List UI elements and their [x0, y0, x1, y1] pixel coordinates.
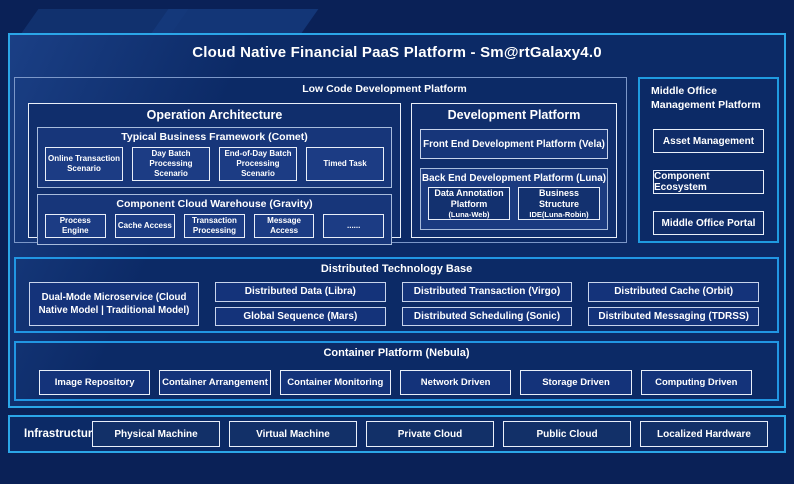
back-end-platform-title: Back End Development Platform (Luna) — [422, 173, 606, 184]
low-code-platform-panel: Low Code Development Platform Operation … — [14, 77, 627, 245]
middle-office-item: Component Ecosystem — [653, 170, 764, 195]
gravity-items-row: Process Engine Cache Access Transaction … — [38, 212, 391, 244]
container-platform-row: Image Repository Container Arrangement C… — [39, 370, 752, 395]
middle-office-label: Middle Office Management Platform — [651, 85, 761, 111]
gravity-box: Component Cloud Warehouse (Gravity) Proc… — [37, 194, 392, 245]
low-code-platform-label: Low Code Development Platform — [302, 83, 467, 95]
distributed-item: Distributed Transaction (Virgo) — [401, 282, 573, 302]
distributed-item: Distributed Scheduling (Sonic) — [401, 306, 573, 326]
distributed-grid: Dual-Mode Microservice (Cloud Native Mod… — [29, 282, 759, 326]
container-platform-label: Container Platform (Nebula) — [323, 347, 470, 359]
infrastructure-row: Physical Machine Virtual Machine Private… — [92, 421, 768, 447]
infrastructure-item: Physical Machine — [92, 421, 220, 447]
gravity-item: Cache Access — [114, 214, 176, 238]
distributed-item: Distributed Data (Libra) — [215, 282, 386, 302]
infrastructure-item: Private Cloud — [366, 421, 494, 447]
back-end-item-sub: IDE(Luna-Robin) — [529, 210, 589, 220]
container-platform-item: Network Driven — [399, 370, 512, 395]
gravity-item: Process Engine — [45, 214, 106, 238]
distributed-item: Global Sequence (Mars) — [215, 306, 386, 326]
middle-office-item: Asset Management — [653, 129, 764, 154]
back-end-item-name: Business Structure — [538, 187, 580, 209]
comet-item: End-of-Day Batch Processing Scenario — [219, 147, 297, 181]
infrastructure-item: Virtual Machine — [229, 421, 357, 447]
main-frame: Cloud Native Financial PaaS Platform - S… — [8, 33, 786, 408]
gravity-item: Message Access — [253, 214, 315, 238]
comet-item: Online Transaction Scenario — [45, 147, 123, 181]
comet-box: Typical Business Framework (Comet) Onlin… — [37, 127, 392, 188]
front-end-platform-box: Front End Development Platform (Vela) — [420, 129, 608, 159]
deco-stripe-right — [151, 9, 319, 33]
distributed-item: Distributed Messaging (TDRSS) — [588, 306, 759, 326]
low-code-content-row: Operation Architecture Typical Business … — [28, 103, 617, 245]
comet-item: Timed Task — [306, 147, 384, 181]
infrastructure-item: Localized Hardware — [640, 421, 768, 447]
back-end-item-name: Data Annotation Platform — [434, 187, 504, 209]
back-end-item: Data Annotation Platform (Luna-Web) — [428, 187, 510, 220]
back-end-items-row: Data Annotation Platform (Luna-Web) Busi… — [421, 187, 607, 220]
container-platform-panel: Container Platform (Nebula) Image Reposi… — [14, 341, 779, 401]
back-end-item-sub: (Luna-Web) — [448, 210, 490, 220]
operation-architecture-title: Operation Architecture — [146, 108, 283, 122]
container-platform-item: Computing Driven — [640, 370, 752, 395]
middle-office-item: Middle Office Portal — [653, 211, 764, 236]
container-platform-item: Storage Driven — [520, 370, 632, 395]
infrastructure-label: Infrastructure — [24, 428, 99, 440]
dual-mode-microservice-box: Dual-Mode Microservice (Cloud Native Mod… — [29, 282, 199, 326]
page-title: Cloud Native Financial PaaS Platform - S… — [192, 44, 602, 61]
comet-items-row: Online Transaction Scenario Day Batch Pr… — [38, 145, 391, 187]
development-platform-box: Development Platform Front End Developme… — [411, 103, 617, 238]
container-platform-item: Image Repository — [39, 370, 151, 395]
container-platform-item: Container Arrangement — [159, 370, 271, 395]
gravity-item: ...... — [323, 214, 384, 238]
gravity-title: Component Cloud Warehouse (Gravity) — [116, 198, 313, 210]
infrastructure-item: Public Cloud — [503, 421, 631, 447]
distributed-base-label: Distributed Technology Base — [320, 263, 473, 275]
comet-title: Typical Business Framework (Comet) — [121, 131, 308, 143]
back-end-item: Business Structure IDE(Luna-Robin) — [518, 187, 600, 220]
operation-architecture-box: Operation Architecture Typical Business … — [28, 103, 401, 245]
gravity-item: Transaction Processing — [184, 214, 245, 238]
comet-item: Day Batch Processing Scenario — [132, 147, 210, 181]
distributed-base-panel: Distributed Technology Base Dual-Mode Mi… — [14, 257, 779, 333]
development-platform-title: Development Platform — [447, 108, 581, 122]
middle-office-panel: Middle Office Management Platform Asset … — [638, 77, 779, 243]
distributed-item: Distributed Cache (Orbit) — [588, 282, 759, 302]
container-platform-item: Container Monitoring — [279, 370, 391, 395]
infrastructure-panel: Infrastructure Physical Machine Virtual … — [8, 415, 786, 453]
back-end-platform-box: Back End Development Platform (Luna) Dat… — [420, 168, 608, 230]
